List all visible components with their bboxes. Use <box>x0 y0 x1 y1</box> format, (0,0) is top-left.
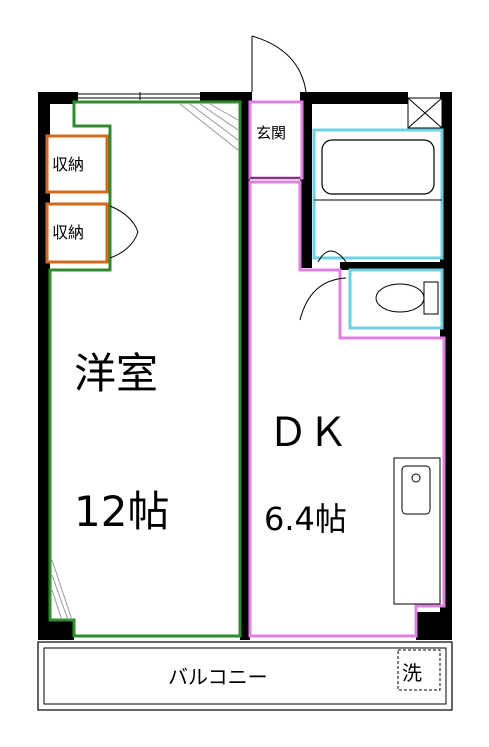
wall-bath-bottom <box>340 262 452 270</box>
bathtub <box>321 139 435 195</box>
closet-doors <box>109 205 139 259</box>
balcony-area <box>37 641 453 711</box>
wall-top-left <box>38 92 78 104</box>
toilet <box>375 281 439 315</box>
room-hatching <box>51 103 239 621</box>
western-room-size: 12帖 <box>74 487 169 536</box>
balcony-inner <box>43 647 447 705</box>
dk-size: 6.4帖 <box>264 500 347 538</box>
entrance-label: 玄関 <box>256 124 286 142</box>
vent <box>407 97 443 129</box>
entrance-outline <box>248 100 304 180</box>
toilet-door <box>299 277 347 321</box>
storage-upper-box <box>45 134 109 194</box>
bath-door <box>317 250 347 263</box>
wall-top-right <box>308 92 408 104</box>
washer-label: 洗 <box>402 661 422 685</box>
wall-center <box>240 92 250 640</box>
kitchen <box>393 457 441 605</box>
wall-bottom-right <box>416 612 452 640</box>
western-room-outline <box>48 100 242 638</box>
window-top <box>78 92 200 100</box>
storage-lower-label: 収納 <box>52 223 84 242</box>
storage-upper-label: 収納 <box>52 155 84 174</box>
balcony-label: バルコニー <box>168 665 268 689</box>
western-room-name: 洋室 <box>74 349 158 398</box>
dk-name: ＤＫ <box>268 410 348 456</box>
washer-space <box>397 649 441 691</box>
storage-lower-box <box>45 202 109 264</box>
